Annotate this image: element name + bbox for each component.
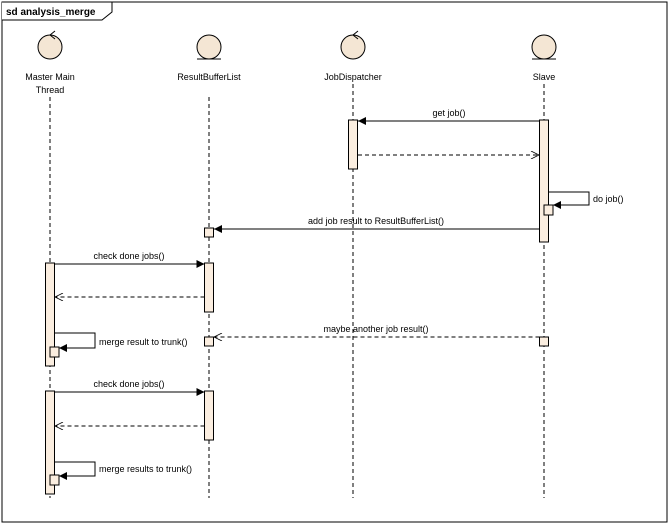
- message-merge-1: [54, 332, 96, 352]
- lifeline-label-rbl: ResultBufferList: [177, 72, 241, 82]
- activation-rbl-add: [204, 227, 214, 238]
- activation-master-nested-1: [49, 346, 60, 358]
- activation-master-2: [45, 390, 55, 495]
- message-label-get-job: get job(): [432, 108, 465, 118]
- message-label-merge-2: merge results to trunk(): [99, 464, 192, 474]
- activation-master-nested-2: [49, 474, 60, 486]
- entity-icon: [531, 34, 557, 60]
- control-icon: [340, 30, 366, 60]
- activation-rbl-check-1: [204, 262, 214, 313]
- activation-master-1: [45, 262, 55, 367]
- lifeline-label-slave: Slave: [533, 72, 556, 82]
- message-label-merge-1: merge result to trunk(): [99, 337, 188, 347]
- message-merge-2: [54, 461, 96, 480]
- message-label-do-job: do job(): [593, 194, 624, 204]
- frame-title: sd analysis_merge: [6, 7, 96, 18]
- activation-rbl-check-2: [204, 390, 214, 441]
- activation-slave-nested: [543, 204, 554, 216]
- activation-slave-maybe: [539, 336, 549, 347]
- lifeline-label-master-2: Thread: [36, 85, 65, 95]
- lifeline-label-jd: JobDispatcher: [324, 72, 382, 82]
- control-icon: [37, 30, 63, 60]
- message-label-check-done-1: check done jobs(): [93, 251, 164, 261]
- message-label-maybe-another: maybe another job result(): [323, 324, 428, 334]
- message-label-add-job-result: add job result to ResultBufferList(): [308, 216, 444, 226]
- message-do-job: [548, 191, 590, 209]
- lifeline-label-master-1: Master Main: [25, 72, 75, 82]
- activation-slave: [539, 119, 549, 243]
- entity-icon: [196, 34, 222, 60]
- frame-title-tab: [2, 1, 113, 21]
- activation-jd: [348, 119, 358, 170]
- activation-rbl-maybe: [204, 336, 214, 347]
- message-label-check-done-2: check done jobs(): [93, 379, 164, 389]
